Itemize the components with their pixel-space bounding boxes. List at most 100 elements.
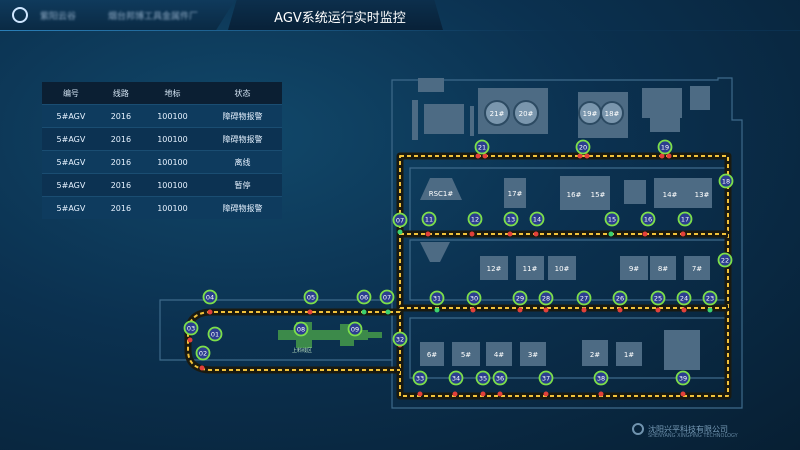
station-24[interactable]: 24 [676,290,692,306]
machine-label: 6# [427,351,437,359]
table-row[interactable]: 5#AGV 2016 100100 障碍物报警 [42,196,282,219]
station-23[interactable]: 23 [702,290,718,306]
station-label: 29 [516,295,524,303]
machine-blocks [420,176,712,370]
station-label: 12 [471,216,479,224]
column-header-landmark: 地标 [141,82,204,105]
station-02[interactable]: 02 [195,345,211,361]
cell-route: 2016 [99,104,142,128]
station-32[interactable]: 32 [392,331,408,347]
station-34[interactable]: 34 [448,370,464,386]
station-25[interactable]: 25 [650,290,666,306]
station-15[interactable]: 15 [604,211,620,227]
machine-label: 13# [695,191,710,199]
station-label: 06 [360,294,368,302]
station-26[interactable]: 26 [612,290,628,306]
station-label: 17 [681,216,689,224]
table-row[interactable]: 5#AGV 2016 100100 障碍物报警 [42,127,282,151]
station-07-upper[interactable]: 07 [392,212,408,228]
company-name: 烟台邦博工具金属件厂 [108,12,199,22]
station-07[interactable]: 07 [379,289,395,305]
cell-landmark: 100100 [141,196,204,219]
station-11[interactable]: 11 [421,211,437,227]
station-label: 04 [206,294,214,302]
table-row[interactable]: 5#AGV 2016 100100 障碍物报警 [42,104,282,128]
machine-label: 9# [629,265,639,273]
station-27[interactable]: 27 [576,290,592,306]
station-14[interactable]: 14 [529,211,545,227]
table-row[interactable]: 5#AGV 2016 100100 离线 [42,150,282,174]
station-08[interactable]: 08 [293,321,309,337]
table-header-row: 编号 线路 地标 状态 [42,82,282,105]
station-39[interactable]: 39 [675,370,691,386]
footer-logo-icon [632,423,644,435]
station-12[interactable]: 12 [467,211,483,227]
machine-label: 17# [508,190,523,198]
tank-20 [513,100,539,126]
machine-label: 7# [692,265,702,273]
station-30[interactable]: 30 [466,290,482,306]
machine-label: 20# [519,110,534,118]
company-logo-icon [12,7,28,23]
station-label: 28 [542,295,550,303]
station-label: 26 [616,295,624,303]
table-row[interactable]: 5#AGV 2016 100100 暂停 [42,173,282,197]
station-29[interactable]: 29 [512,290,528,306]
machine-label: 19# [583,110,598,118]
station-label: 32 [396,336,404,344]
station-38[interactable]: 38 [593,370,609,386]
column-header-route: 线路 [99,82,142,105]
station-21[interactable]: 21 [474,139,490,155]
station-label: 33 [416,375,424,383]
station-20[interactable]: 20 [575,139,591,155]
station-17[interactable]: 17 [677,211,693,227]
cell-id: 5#AGV [42,104,100,128]
station-label: 27 [580,295,588,303]
station-label: 18 [722,178,730,186]
station-37[interactable]: 37 [538,370,554,386]
station-19[interactable]: 19 [657,139,673,155]
station-31[interactable]: 31 [429,290,445,306]
station-33[interactable]: 33 [412,370,428,386]
station-03[interactable]: 03 [183,320,199,336]
stations: 21 20 19 18 17 16 15 14 13 12 11 07 22 2… [183,139,734,386]
machine-label: 2# [590,351,600,359]
machine-label: 3# [528,351,538,359]
station-22[interactable]: 22 [717,252,733,268]
agv-status-table: 编号 线路 地标 状态 5#AGV 2016 100100 障碍物报警 5#AG… [42,82,282,219]
column-header-status: 状态 [203,82,282,105]
station-label: 30 [470,295,478,303]
station-06[interactable]: 06 [356,289,372,305]
station-label: 16 [644,216,652,224]
top-bar: 紫阳云谷 烟台邦博工具金属件厂 AGV系统运行实时监控 [0,0,800,30]
machine-label: 15# [591,191,606,199]
cell-route: 2016 [99,150,142,174]
title-tab [228,0,443,30]
station-28[interactable]: 28 [538,290,554,306]
cell-id: 5#AGV [42,127,100,151]
station-05[interactable]: 05 [303,289,319,305]
cell-route: 2016 [99,173,142,197]
station-09[interactable]: 09 [347,321,363,337]
station-13[interactable]: 13 [503,211,519,227]
machine-label: 1# [624,351,634,359]
cell-status: 障碍物报警 [203,196,282,219]
station-label: 37 [542,375,550,383]
loading-line: 上料线区 [278,322,382,354]
station-label: 15 [608,216,616,224]
cell-id: 5#AGV [42,196,100,219]
machine-label: 11# [523,265,538,273]
station-label: 25 [654,295,662,303]
station-04[interactable]: 04 [202,289,218,305]
station-16[interactable]: 16 [640,211,656,227]
loading-line-label: 上料线区 [292,347,312,354]
footer-company: 沈阳兴平科技有限公司 [648,425,728,434]
station-18[interactable]: 18 [718,173,734,189]
station-label: 21 [478,144,486,152]
station-01[interactable]: 01 [207,326,223,342]
station-35[interactable]: 35 [475,370,491,386]
station-label: 20 [579,144,587,152]
cell-landmark: 100100 [141,173,204,197]
station-36[interactable]: 36 [492,370,508,386]
tank-labels: 21# 20# 19# 18# [490,110,620,118]
